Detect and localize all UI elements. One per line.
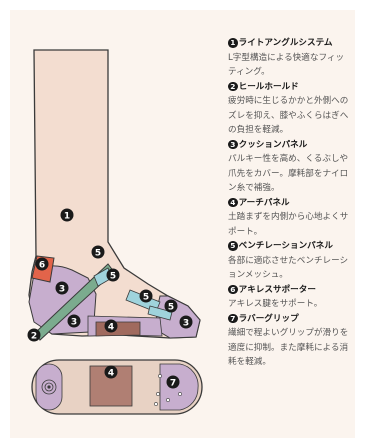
svg-text:5: 5	[143, 292, 149, 302]
legend-description: 各部に適応させたベンチレーションメッシュ。	[228, 255, 349, 281]
sole-toe-pad	[159, 363, 199, 411]
legend-description: 疲労時に生じるかかと外側へのズレを抑え、膝やふくらはぎへの負担を軽減。	[228, 96, 349, 135]
sock-side-view	[28, 49, 201, 341]
svg-text:4: 4	[108, 368, 114, 378]
svg-text:3: 3	[71, 317, 77, 327]
callout-1: 1	[60, 208, 74, 222]
svg-text:4: 4	[108, 322, 114, 332]
svg-text:3: 3	[59, 284, 65, 294]
arch-panel	[95, 321, 141, 337]
number-badge: 2	[228, 81, 238, 92]
svg-text:1: 1	[64, 211, 70, 221]
callout-3-toe: 3	[179, 315, 193, 329]
legend-description: L字型構造による快適なフィッティング。	[228, 52, 345, 78]
callout-5-upper: 5	[91, 245, 105, 259]
vent-panel-toe	[147, 305, 173, 321]
callout-3-sole: 3	[67, 314, 81, 328]
callout-4-side: 4	[104, 319, 118, 333]
legend-description: 土踏まずを内側から心地よくサポート。	[228, 212, 349, 237]
number-badge: 3	[228, 139, 238, 150]
svg-text:3: 3	[183, 318, 189, 328]
number-badge: 6	[228, 284, 238, 295]
legend-description: 繊細で程よいグリップが滑りを適度に抑制。また摩耗による消耗を軽減。	[228, 328, 349, 367]
sock-sole-view	[31, 359, 203, 415]
callout-7: 7	[166, 375, 180, 389]
number-badge: 7	[228, 313, 238, 324]
callout-5-toe: 5	[164, 299, 178, 313]
callout-3-heel: 3	[55, 281, 69, 295]
callout-6: 6	[35, 257, 49, 271]
callout-4-sole: 4	[104, 365, 118, 379]
number-badge: 1	[228, 38, 238, 48]
sock-illustration: 1 6 5 5 3 5 5	[27, 49, 203, 415]
svg-text:6: 6	[39, 260, 45, 270]
svg-text:5: 5	[95, 248, 101, 258]
svg-text:2: 2	[31, 331, 37, 341]
product-panel: 1 6 5 5 3 5 5	[10, 10, 355, 438]
heel-grip-rings	[41, 379, 57, 395]
number-badge: 5	[228, 241, 238, 251]
legend-description: パルキー性を高め、くるぶしや爪先をカバー。摩耗部をナイロン糸で補強。	[228, 154, 349, 193]
svg-text:7: 7	[170, 378, 176, 388]
callout-badges: 1 6 5 5 3 5 5	[27, 208, 193, 389]
svg-text:5: 5	[110, 271, 116, 281]
number-badge: 4	[228, 197, 238, 208]
callout-2: 2	[27, 328, 41, 342]
legend-description: アキレス腱をサポート。	[228, 299, 323, 309]
callout-5-mid: 5	[106, 268, 120, 282]
callout-5-front: 5	[139, 289, 153, 303]
svg-text:5: 5	[168, 302, 174, 312]
